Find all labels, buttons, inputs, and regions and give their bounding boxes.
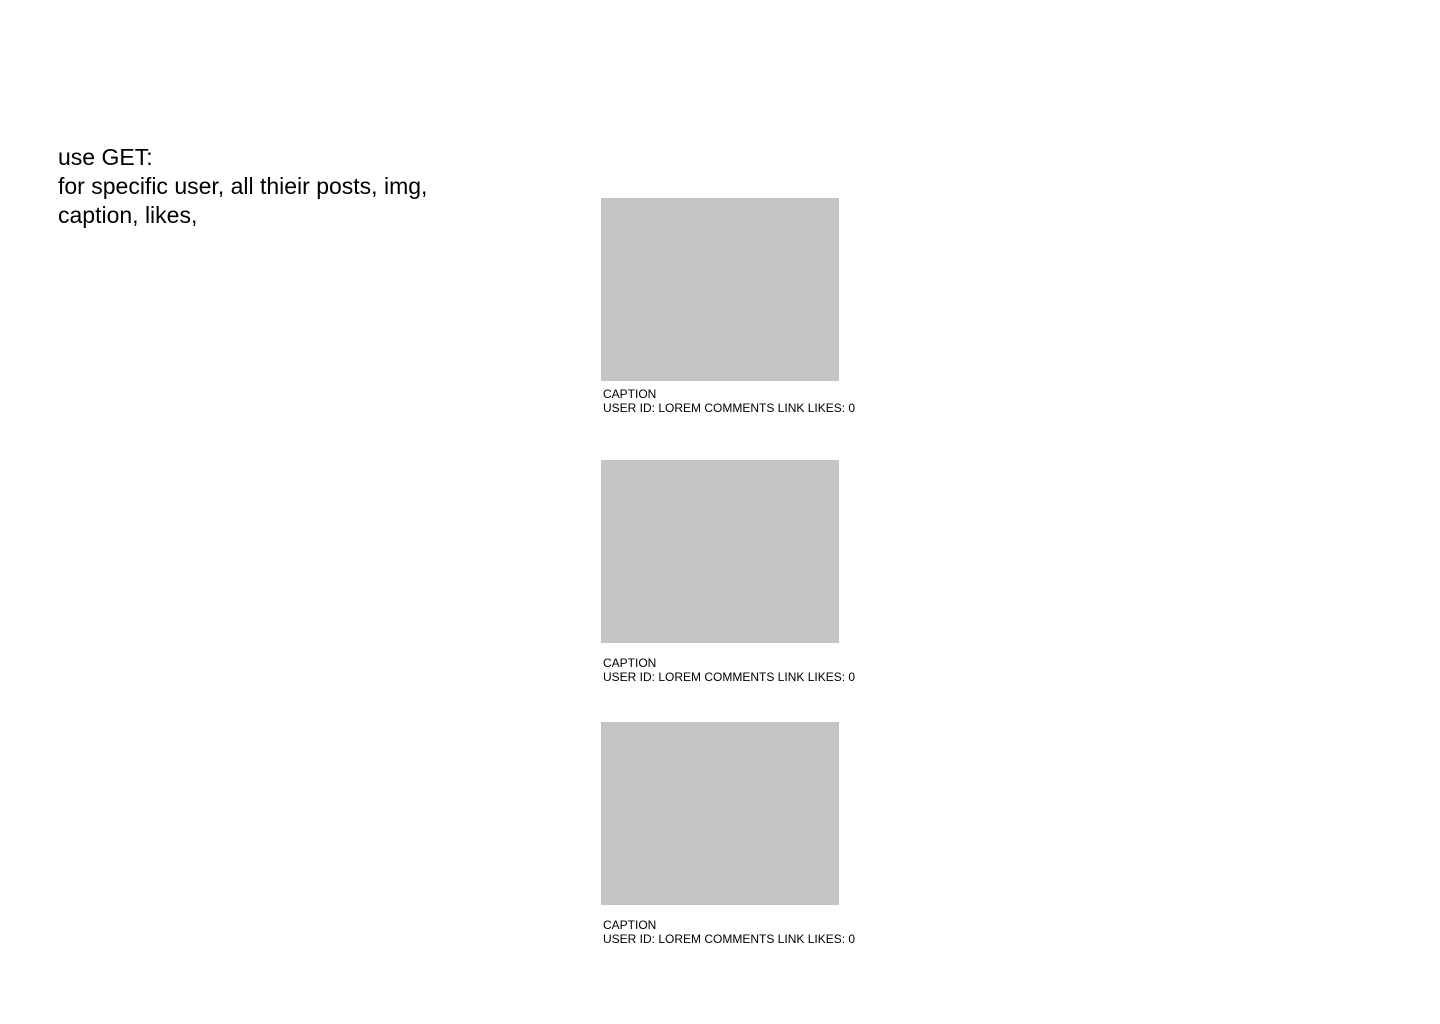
post-image-placeholder[interactable] <box>601 198 839 381</box>
post-card: CAPTION USER ID: LOREM COMMENTS LINK LIK… <box>601 198 856 415</box>
annotation-note: use GET: for specific user, all thieir p… <box>58 144 428 228</box>
post-meta: USER ID: LOREM COMMENTS LINK LIKES: 0 <box>603 932 856 946</box>
post-caption: CAPTION <box>603 918 657 932</box>
post-image-placeholder[interactable] <box>601 460 839 643</box>
post-image-placeholder[interactable] <box>601 722 839 905</box>
post-card: CAPTION USER ID: LOREM COMMENTS LINK LIK… <box>601 722 856 946</box>
post-card: CAPTION USER ID: LOREM COMMENTS LINK LIK… <box>601 460 856 684</box>
post-caption: CAPTION <box>603 656 657 670</box>
post-meta: USER ID: LOREM COMMENTS LINK LIKES: 0 <box>603 670 856 684</box>
post-meta: USER ID: LOREM COMMENTS LINK LIKES: 0 <box>603 401 856 415</box>
post-caption: CAPTION <box>603 387 657 401</box>
